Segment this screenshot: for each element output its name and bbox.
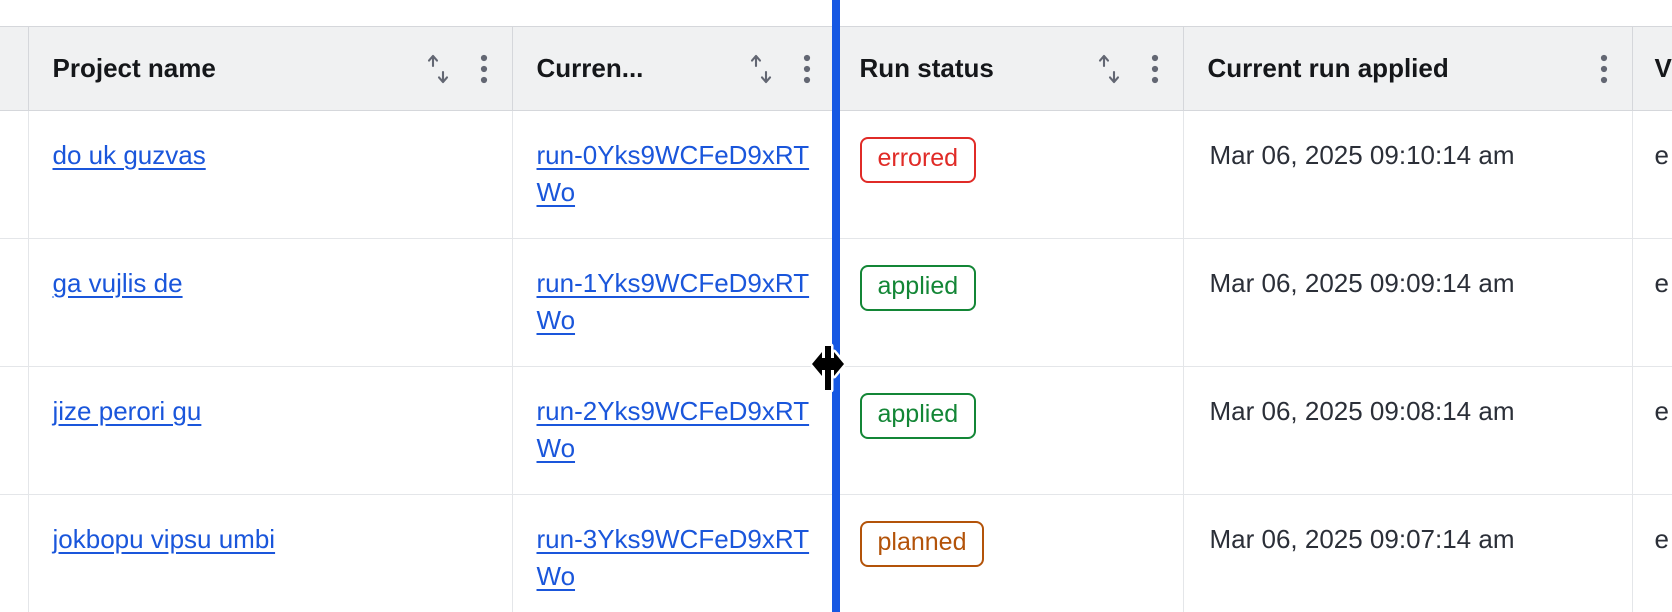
cell-current-run-applied: Mar 06, 2025 09:08:14 am	[1183, 366, 1633, 495]
cell-current-run: run-1Yks9WCFeD9xRTWo	[512, 238, 836, 367]
column-header-current-run[interactable]: Curren...	[512, 26, 836, 111]
column-header-extra[interactable]: V	[1632, 26, 1672, 111]
cell-current-run-applied: Mar 06, 2025 09:07:14 am	[1183, 494, 1633, 612]
table-row[interactable]: jokbopu vipsu umbi run-3Yks9WCFeD9xRTWo …	[0, 494, 1672, 612]
column-header-run-status-label: Run status	[859, 53, 994, 83]
column-header-extra-label: V	[1654, 53, 1672, 83]
row-select-cell[interactable]	[0, 238, 29, 367]
sort-icon[interactable]	[749, 53, 775, 85]
status-badge: applied	[859, 265, 977, 311]
table-row[interactable]: ga vujlis de run-1Yks9WCFeD9xRTWo applie…	[0, 238, 1672, 367]
sort-icon[interactable]	[426, 53, 452, 85]
table-header: Project name	[0, 26, 1672, 111]
status-badge: errored	[859, 137, 977, 183]
cell-project-name: do uk guzvas	[28, 110, 513, 239]
current-run-applied-text: Mar 06, 2025 09:08:14 am	[1209, 396, 1515, 426]
row-select-cell[interactable]	[0, 366, 29, 495]
row-select-cell[interactable]	[0, 110, 29, 239]
status-badge: applied	[859, 393, 977, 439]
kebab-menu-icon[interactable]	[1151, 54, 1159, 84]
cell-current-run: run-0Yks9WCFeD9xRTWo	[512, 110, 836, 239]
project-name-link[interactable]: jokbopu vipsu umbi	[52, 524, 276, 554]
cell-project-name: ga vujlis de	[28, 238, 513, 367]
column-header-current-run-applied[interactable]: Current run applied	[1183, 26, 1633, 111]
cell-project-name: jize perori gu	[28, 366, 513, 495]
kebab-menu-icon[interactable]	[480, 54, 488, 84]
column-header-project-name[interactable]: Project name	[28, 26, 513, 111]
project-name-link[interactable]: ga vujlis de	[52, 268, 183, 298]
column-header-current-run-applied-label: Current run applied	[1207, 53, 1449, 83]
cell-current-run: run-3Yks9WCFeD9xRTWo	[512, 494, 836, 612]
current-run-link[interactable]: run-1Yks9WCFeD9xRTWo	[536, 268, 810, 335]
table-row[interactable]: jize perori gu run-2Yks9WCFeD9xRTWo appl…	[0, 366, 1672, 495]
cell-extra: e	[1632, 366, 1672, 495]
cell-current-run: run-2Yks9WCFeD9xRTWo	[512, 366, 836, 495]
column-header-run-status[interactable]: Run status	[835, 26, 1184, 111]
table-body: do uk guzvas run-0Yks9WCFeD9xRTWo errore…	[0, 110, 1672, 612]
cell-extra: e	[1632, 238, 1672, 367]
sort-icon[interactable]	[1097, 53, 1123, 85]
cell-run-status: planned	[835, 494, 1184, 612]
column-header-current-run-label: Curren...	[536, 53, 644, 83]
extra-text: e	[1654, 396, 1669, 426]
extra-text: e	[1654, 140, 1669, 170]
project-name-link[interactable]: do uk guzvas	[52, 140, 206, 170]
header-row: Project name	[0, 26, 1672, 111]
extra-text: e	[1654, 268, 1669, 298]
cell-extra: e	[1632, 110, 1672, 239]
table-scroll-region[interactable]: Project name	[0, 26, 1672, 612]
cell-extra: e	[1632, 494, 1672, 612]
cell-current-run-applied: Mar 06, 2025 09:10:14 am	[1183, 110, 1633, 239]
cell-run-status: applied	[835, 238, 1184, 367]
kebab-menu-icon[interactable]	[803, 54, 811, 84]
projects-table: Project name	[0, 26, 1672, 612]
cell-current-run-applied: Mar 06, 2025 09:09:14 am	[1183, 238, 1633, 367]
current-run-applied-text: Mar 06, 2025 09:09:14 am	[1209, 268, 1515, 298]
kebab-menu-icon[interactable]	[1600, 54, 1608, 84]
current-run-applied-text: Mar 06, 2025 09:10:14 am	[1209, 140, 1515, 170]
cell-run-status: errored	[835, 110, 1184, 239]
current-run-applied-text: Mar 06, 2025 09:07:14 am	[1209, 524, 1515, 554]
current-run-link[interactable]: run-0Yks9WCFeD9xRTWo	[536, 140, 810, 207]
current-run-link[interactable]: run-3Yks9WCFeD9xRTWo	[536, 524, 810, 591]
project-name-link[interactable]: jize perori gu	[52, 396, 202, 426]
cell-project-name: jokbopu vipsu umbi	[28, 494, 513, 612]
table-row[interactable]: do uk guzvas run-0Yks9WCFeD9xRTWo errore…	[0, 110, 1672, 239]
column-header-select[interactable]	[0, 26, 29, 111]
cell-run-status: applied	[835, 366, 1184, 495]
current-run-link[interactable]: run-2Yks9WCFeD9xRTWo	[536, 396, 810, 463]
column-header-project-name-label: Project name	[52, 53, 216, 83]
row-select-cell[interactable]	[0, 494, 29, 612]
extra-text: e	[1654, 524, 1669, 554]
status-badge: planned	[859, 521, 985, 567]
